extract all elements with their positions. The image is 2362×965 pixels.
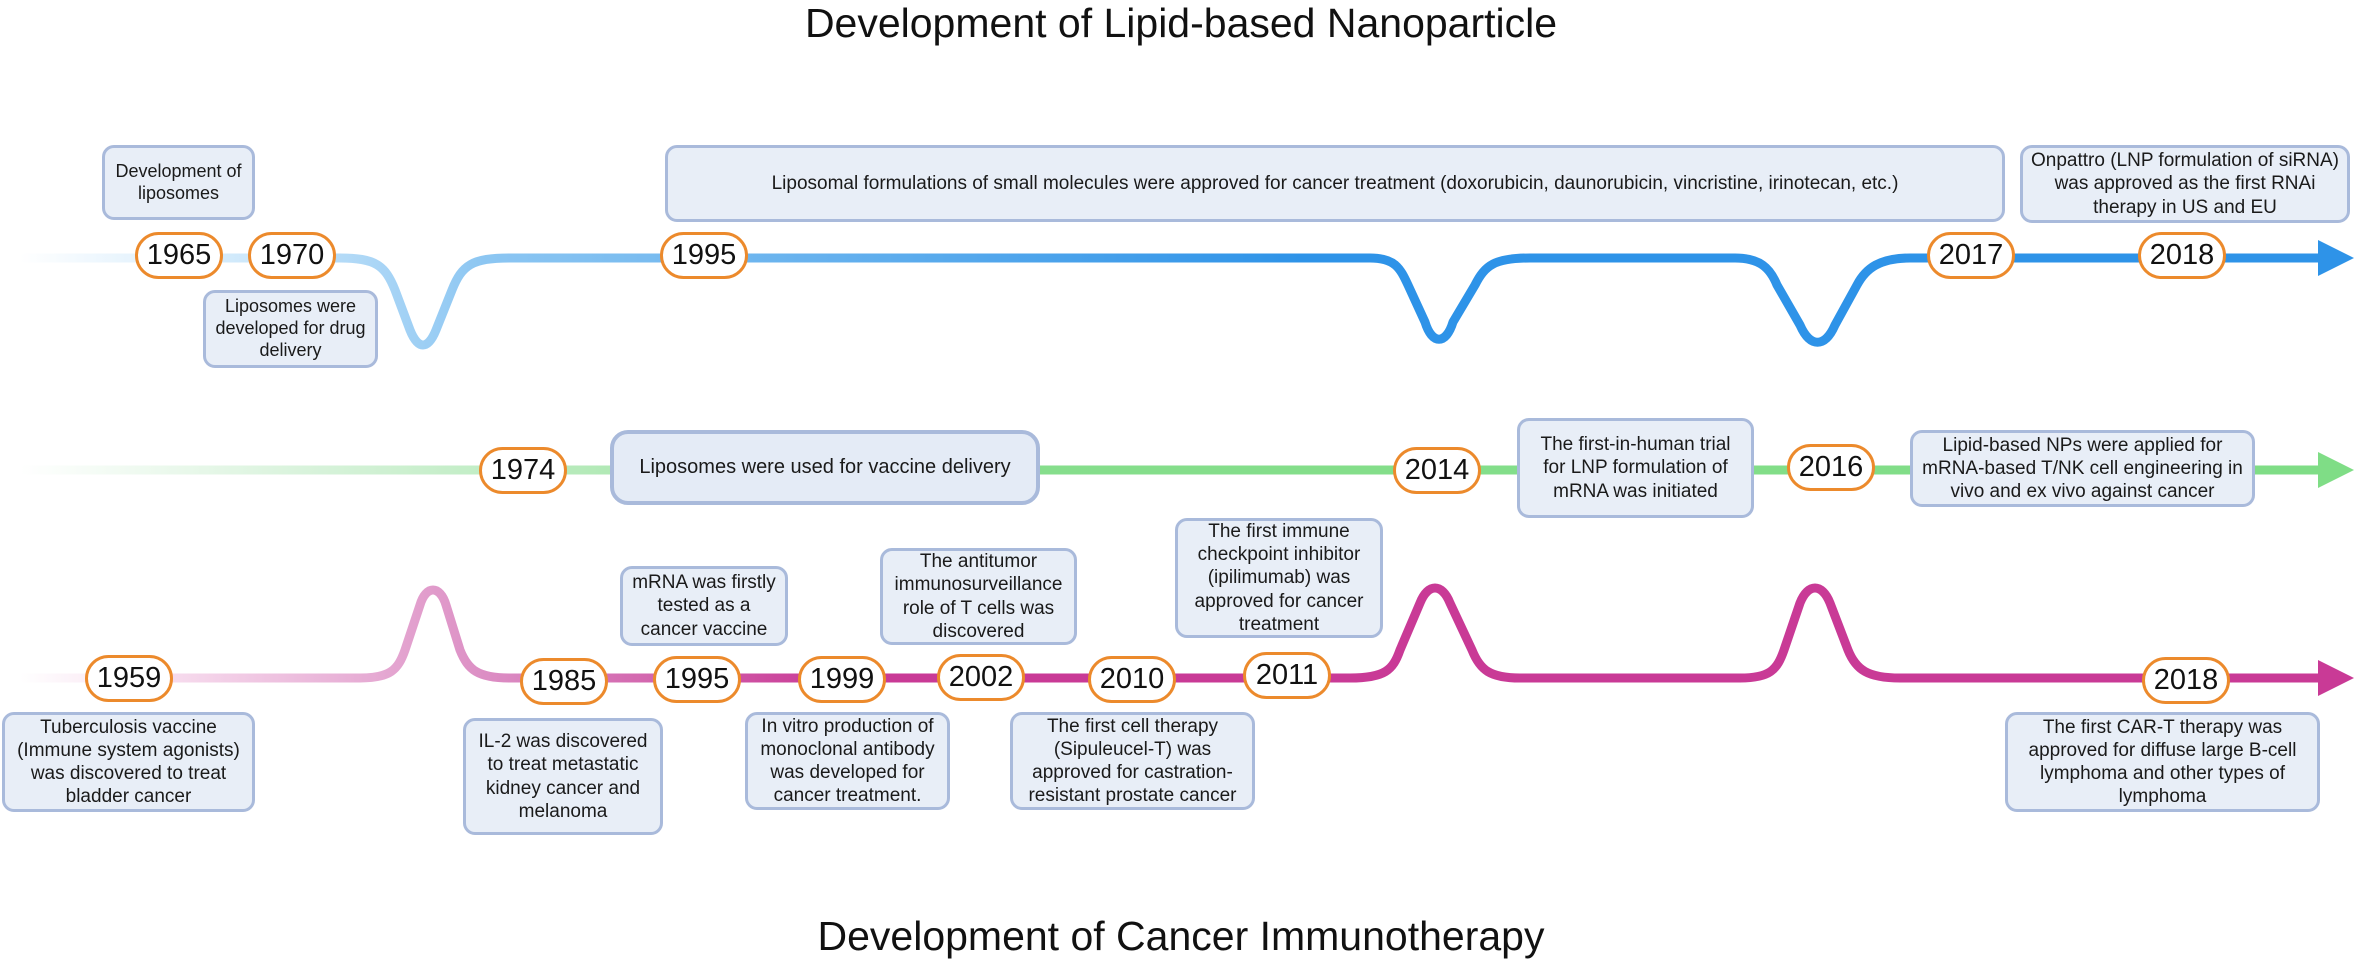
event-box: Onpattro (LNP formulation of siRNA) was …	[2020, 145, 2350, 223]
year-badge: 1970	[248, 232, 336, 279]
year-badge: 1959	[85, 655, 173, 702]
year-badge: 1995	[660, 232, 748, 279]
year-badge: 1999	[798, 656, 886, 703]
event-box: The antitumor immunosurveillance role of…	[880, 548, 1077, 645]
year-badge: 1985	[520, 658, 608, 705]
event-box: Development of liposomes	[102, 145, 255, 220]
year-badge: 2018	[2142, 657, 2230, 704]
year-badge: 2010	[1088, 656, 1176, 703]
event-box: The first CAR-T therapy was approved for…	[2005, 712, 2320, 812]
event-box: Liposomal formulations of small molecule…	[665, 145, 2005, 222]
event-box: Tuberculosis vaccine (Immune system agon…	[2, 712, 255, 812]
event-box: Liposomes were developed for drug delive…	[203, 290, 378, 368]
year-badge: 2016	[1787, 444, 1875, 491]
year-badge: 2014	[1393, 447, 1481, 494]
year-badge: 2011	[1243, 652, 1331, 699]
event-box: The first cell therapy (Sipuleucel-T) wa…	[1010, 712, 1255, 810]
lnp-section-title: Development of Lipid-based Nanoparticle	[804, 0, 1558, 46]
event-box: The first-in-human trial for LNP formula…	[1517, 418, 1754, 518]
year-badge: 1995	[653, 656, 741, 703]
event-box: mRNA was firstly tested as a cancer vacc…	[620, 566, 788, 646]
event-box: The first immune checkpoint inhibitor (i…	[1175, 518, 1383, 638]
year-badge: 1974	[479, 447, 567, 494]
year-badge: 1965	[135, 232, 223, 279]
immuno-track-arrowhead	[2318, 660, 2354, 696]
year-badge: 2018	[2138, 232, 2226, 279]
immuno-track-line	[15, 583, 2327, 683]
event-box: Lipid-based NPs were applied for mRNA-ba…	[1910, 430, 2255, 507]
vaccine-track-arrowhead	[2318, 452, 2354, 488]
year-badge: 2002	[937, 654, 1025, 701]
year-badge: 2017	[1927, 232, 2015, 279]
event-box: In vitro production of monoclonal antibo…	[745, 712, 950, 810]
immunotherapy-section-title: Development of Cancer Immunotherapy	[817, 913, 1545, 959]
lnp-track-arrowhead	[2318, 240, 2354, 276]
event-box: IL-2 was discovered to treat metastatic …	[463, 718, 663, 835]
lnp-track-line	[15, 253, 2327, 350]
event-box: Liposomes were used for vaccine delivery	[610, 430, 1040, 505]
